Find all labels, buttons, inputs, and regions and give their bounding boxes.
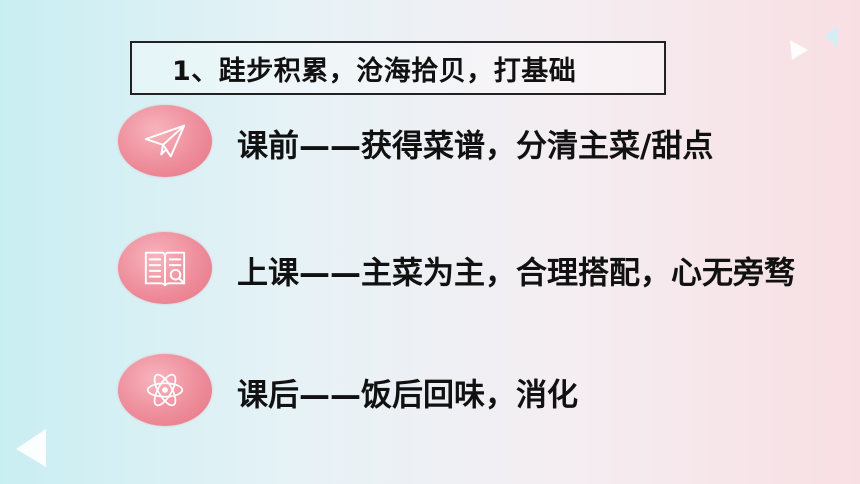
list-item-in-class: 上课——主菜为主，合理搭配，心无旁骛 (118, 232, 838, 308)
page-title: 1、跬步积累，沧海拾贝，打基础 (172, 55, 577, 87)
title-box: 1、跬步积累，沧海拾贝，打基础 (130, 41, 666, 95)
list-item-after-class: 课后——饭后回味，消化 (118, 354, 838, 430)
icon-circle (118, 354, 212, 426)
book-search-icon (144, 251, 186, 287)
triangle-decoration-top-right (790, 26, 838, 60)
icon-circle (118, 105, 212, 177)
triangle-decoration-bottom-left (16, 429, 46, 467)
list-item-before-class: 课前——获得菜谱，分清主菜/甜点 (118, 105, 838, 181)
icon-circle (118, 232, 212, 304)
list-item-label: 课前——获得菜谱，分清主菜/甜点 (237, 128, 714, 165)
paper-plane-icon (144, 124, 186, 158)
atom-icon (146, 373, 184, 407)
list-item-label: 课后——饭后回味，消化 (237, 377, 578, 414)
list-item-label: 上课——主菜为主，合理搭配，心无旁骛 (237, 255, 795, 292)
